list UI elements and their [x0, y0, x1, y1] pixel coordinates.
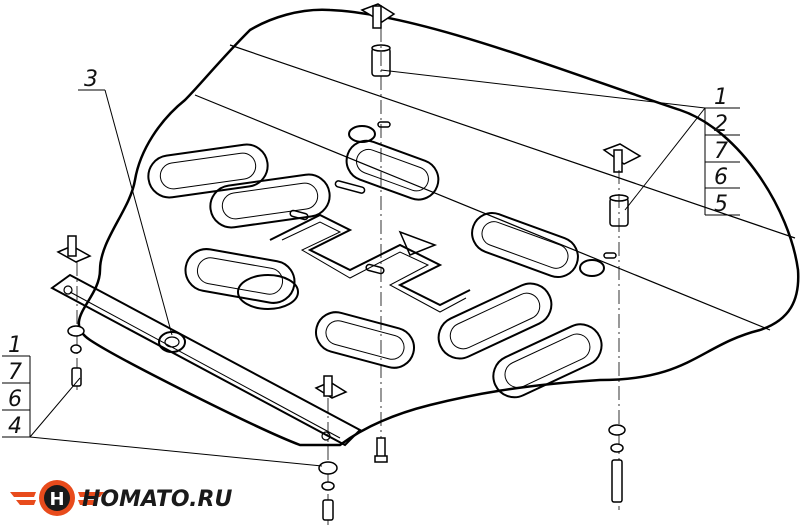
- plate-slots: [147, 121, 617, 399]
- oval-boss: [348, 125, 376, 143]
- plate-ridge-upper: [229, 44, 796, 239]
- front-bracket: [50, 273, 362, 447]
- bolt-right-stack: [608, 424, 626, 503]
- serpentine-rib: [269, 213, 471, 307]
- front-bracket-hole-right: [321, 431, 331, 441]
- front-bracket-hole-left: [63, 285, 73, 295]
- logo-emblem-letter: H: [49, 489, 64, 510]
- slot: [449, 292, 541, 350]
- logo-wing-right-2: [78, 500, 98, 505]
- serpentine-rib-inner: [281, 221, 467, 313]
- slot: [209, 173, 331, 229]
- slot: [325, 320, 405, 360]
- front-stud-mid: [314, 375, 348, 399]
- homato-logo: H HOMATO.RU: [10, 480, 232, 516]
- small-slot: [334, 180, 366, 194]
- skid-plate-outline: [77, 8, 800, 447]
- callout-top-3: 3: [84, 67, 98, 92]
- logo-wing-right: [78, 492, 104, 497]
- rear-stud-right: [602, 143, 642, 227]
- callout-right-2: 2: [714, 112, 728, 137]
- slot: [345, 139, 440, 201]
- callout-right-5: 5: [714, 192, 728, 217]
- logo-emblem-inner: [44, 485, 70, 511]
- logo-wing-left-2: [16, 500, 36, 505]
- oval-boss: [579, 259, 605, 277]
- callout-ladder-right: [704, 107, 740, 216]
- callout-left-2: 7: [8, 360, 22, 385]
- bolt-mid-stack: [318, 461, 338, 521]
- slot: [471, 212, 579, 278]
- oval-hole: [237, 274, 299, 310]
- logo-wing-left: [10, 492, 36, 497]
- slot: [159, 152, 257, 190]
- callout-right-3: 7: [714, 139, 728, 164]
- slot: [504, 333, 591, 389]
- callout-right-4: 6: [714, 165, 728, 190]
- slot: [481, 221, 569, 269]
- plate-ridge-lower: [194, 94, 771, 331]
- slot: [147, 143, 269, 199]
- small-slot: [289, 209, 309, 221]
- slot: [437, 282, 553, 360]
- callout-left-1: 1: [8, 333, 22, 358]
- leader-lines: [29, 69, 706, 467]
- slot: [184, 248, 296, 304]
- callout-right-1: 1: [714, 85, 728, 110]
- bolt-left-stack: [67, 325, 85, 387]
- slot: [492, 323, 603, 399]
- callout-left-3: 6: [8, 387, 22, 412]
- callout-left-4: 4: [8, 414, 22, 439]
- logo-text: HOMATO.RU: [82, 487, 232, 512]
- grommet-part-3: [158, 331, 186, 353]
- triangle-emboss: [398, 230, 438, 256]
- small-slot: [377, 121, 391, 128]
- small-slot: [365, 263, 385, 275]
- slot: [315, 311, 415, 369]
- slot: [356, 148, 429, 192]
- bolt-center-bottom: [374, 437, 388, 463]
- small-slot: [603, 252, 617, 259]
- front-stud-left: [56, 235, 92, 263]
- callout-ladder-left: [2, 355, 31, 438]
- front-bracket-edge: [69, 291, 341, 439]
- slot: [221, 182, 319, 220]
